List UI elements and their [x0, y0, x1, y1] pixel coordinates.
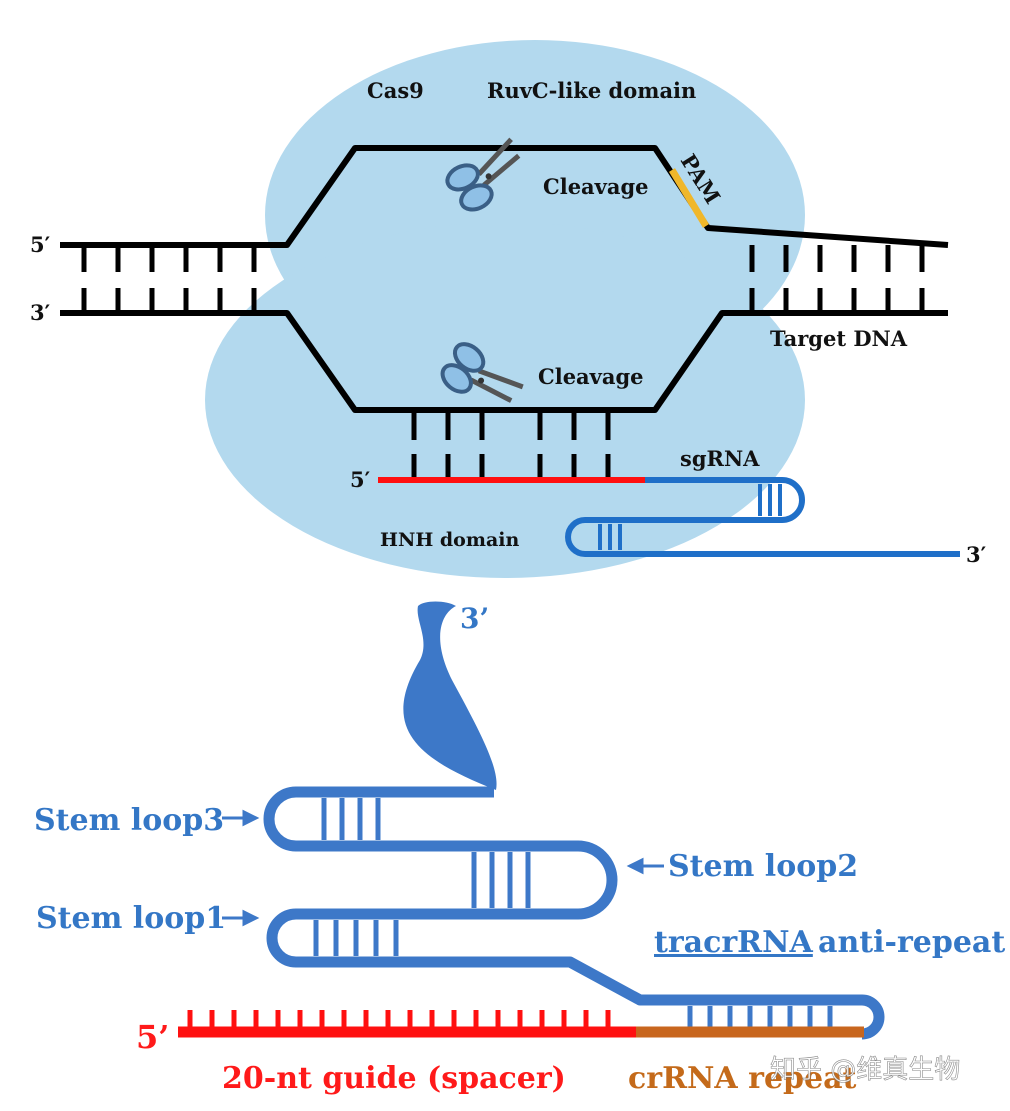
stem-loop2-rungs [471, 852, 531, 908]
sgrna-hairpin-rungs [598, 484, 782, 550]
scissors-bottom-icon [440, 342, 524, 403]
sgrna-three-prime-tail [403, 601, 497, 790]
stem-loop3-arrow [222, 809, 260, 827]
dna-bottom-strand [60, 310, 948, 413]
anti-repeat-label: anti-repeat [818, 925, 1005, 960]
sgrna-label: sgRNA [680, 446, 760, 471]
three-prime-label: 3’ [460, 602, 489, 635]
stem-loop3-label: Stem loop3 [34, 803, 224, 838]
cleavage-top-label: Cleavage [543, 174, 649, 199]
guide-spacer-teeth [187, 1010, 611, 1030]
anti-repeat-rungs [687, 1006, 833, 1028]
stem-loop3-rungs [321, 798, 381, 840]
three-prime-dna-label: 3′ [30, 300, 51, 325]
stem-loop1-rungs [313, 920, 399, 956]
target-dna-label: Target DNA [770, 326, 908, 351]
scissors-top-icon [445, 137, 521, 212]
stem-loop1-arrow [222, 909, 260, 927]
pam-segment [669, 168, 709, 228]
sgrna-scaffold-bottom [263, 786, 885, 1040]
cleavage-bottom-label: Cleavage [538, 364, 644, 389]
stem-loop1-label: Stem loop1 [36, 901, 226, 936]
five-prime-label: 5’ [136, 1018, 169, 1056]
five-prime-sgrna-label: 5′ [350, 467, 371, 492]
stem-loop2-label: Stem loop2 [668, 849, 858, 884]
three-prime-sgrna-label: 3′ [966, 542, 987, 567]
guide-spacer-label: 20-nt guide (spacer) [222, 1061, 566, 1096]
hnh-domain-label: HNH domain [380, 529, 519, 551]
watermark-text: 知乎 @维真生物 [770, 1055, 960, 1085]
dna-left-base-pairs [81, 245, 257, 313]
tracrrna-label: tracrRNA [654, 925, 814, 960]
crrna-repeat-label: crRNA repeat [628, 1061, 857, 1096]
cas9-protein-blob [205, 40, 805, 578]
five-prime-dna-label: 5′ [30, 232, 51, 257]
cas9-label: Cas9 [367, 78, 424, 103]
ruvc-domain-label: RuvC-like domain [487, 78, 696, 103]
sgrna-dna-base-pairs [411, 413, 611, 478]
stem-loop2-arrow [626, 857, 664, 875]
sgrna-scaffold [565, 477, 960, 557]
dna-right-base-pairs [749, 245, 925, 313]
